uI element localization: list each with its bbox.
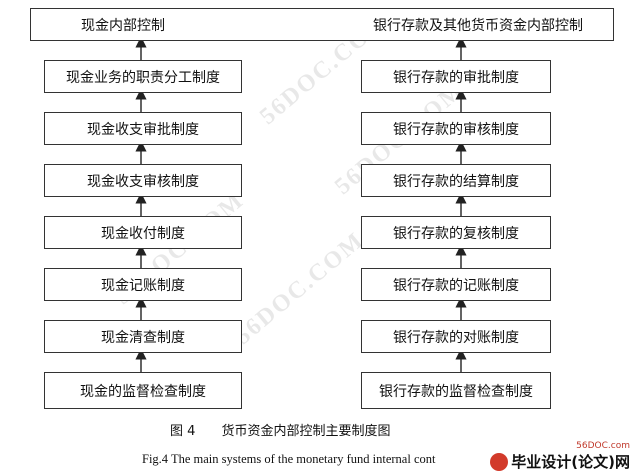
right-column-header: 银行存款及其他货币资金内部控制 bbox=[373, 17, 583, 34]
right-step-box: 银行存款的复核制度 bbox=[361, 216, 551, 249]
right-step-box: 银行存款的记账制度 bbox=[361, 268, 551, 301]
logo-name: 毕业设计(论文)网 bbox=[490, 451, 630, 472]
figure-caption-cn: 图 4 货币资金内部控制主要制度图 bbox=[170, 420, 391, 439]
left-step-box: 现金清查制度 bbox=[44, 320, 242, 353]
left-column-header: 现金内部控制 bbox=[81, 17, 165, 34]
figure-number: 图 4 bbox=[170, 424, 196, 439]
logo-mark-icon bbox=[490, 452, 509, 471]
logo-name-text: 毕业设计(论文)网 bbox=[511, 453, 630, 471]
right-step-box: 银行存款的监督检查制度 bbox=[361, 372, 551, 409]
left-step-box: 现金收支审批制度 bbox=[44, 112, 242, 145]
logo-site-text: 56DOC.com bbox=[576, 441, 630, 451]
right-step-box: 银行存款的结算制度 bbox=[361, 164, 551, 197]
figure-caption-en: Fig.4 The main systems of the monetary f… bbox=[142, 452, 436, 466]
right-step-box: 银行存款的审核制度 bbox=[361, 112, 551, 145]
figure-title-cn: 货币资金内部控制主要制度图 bbox=[221, 424, 391, 439]
left-step-box: 现金业务的职责分工制度 bbox=[44, 60, 242, 93]
left-step-box: 现金收支审核制度 bbox=[44, 164, 242, 197]
left-step-box: 现金的监督检查制度 bbox=[44, 372, 242, 409]
site-logo: 56DOC.com 毕业设计(论文)网 bbox=[482, 441, 632, 472]
right-step-box: 银行存款的对账制度 bbox=[361, 320, 551, 353]
right-step-box: 银行存款的审批制度 bbox=[361, 60, 551, 93]
left-step-box: 现金记账制度 bbox=[44, 268, 242, 301]
header-box: 现金内部控制 银行存款及其他货币资金内部控制 bbox=[30, 8, 614, 41]
left-step-box: 现金收付制度 bbox=[44, 216, 242, 249]
